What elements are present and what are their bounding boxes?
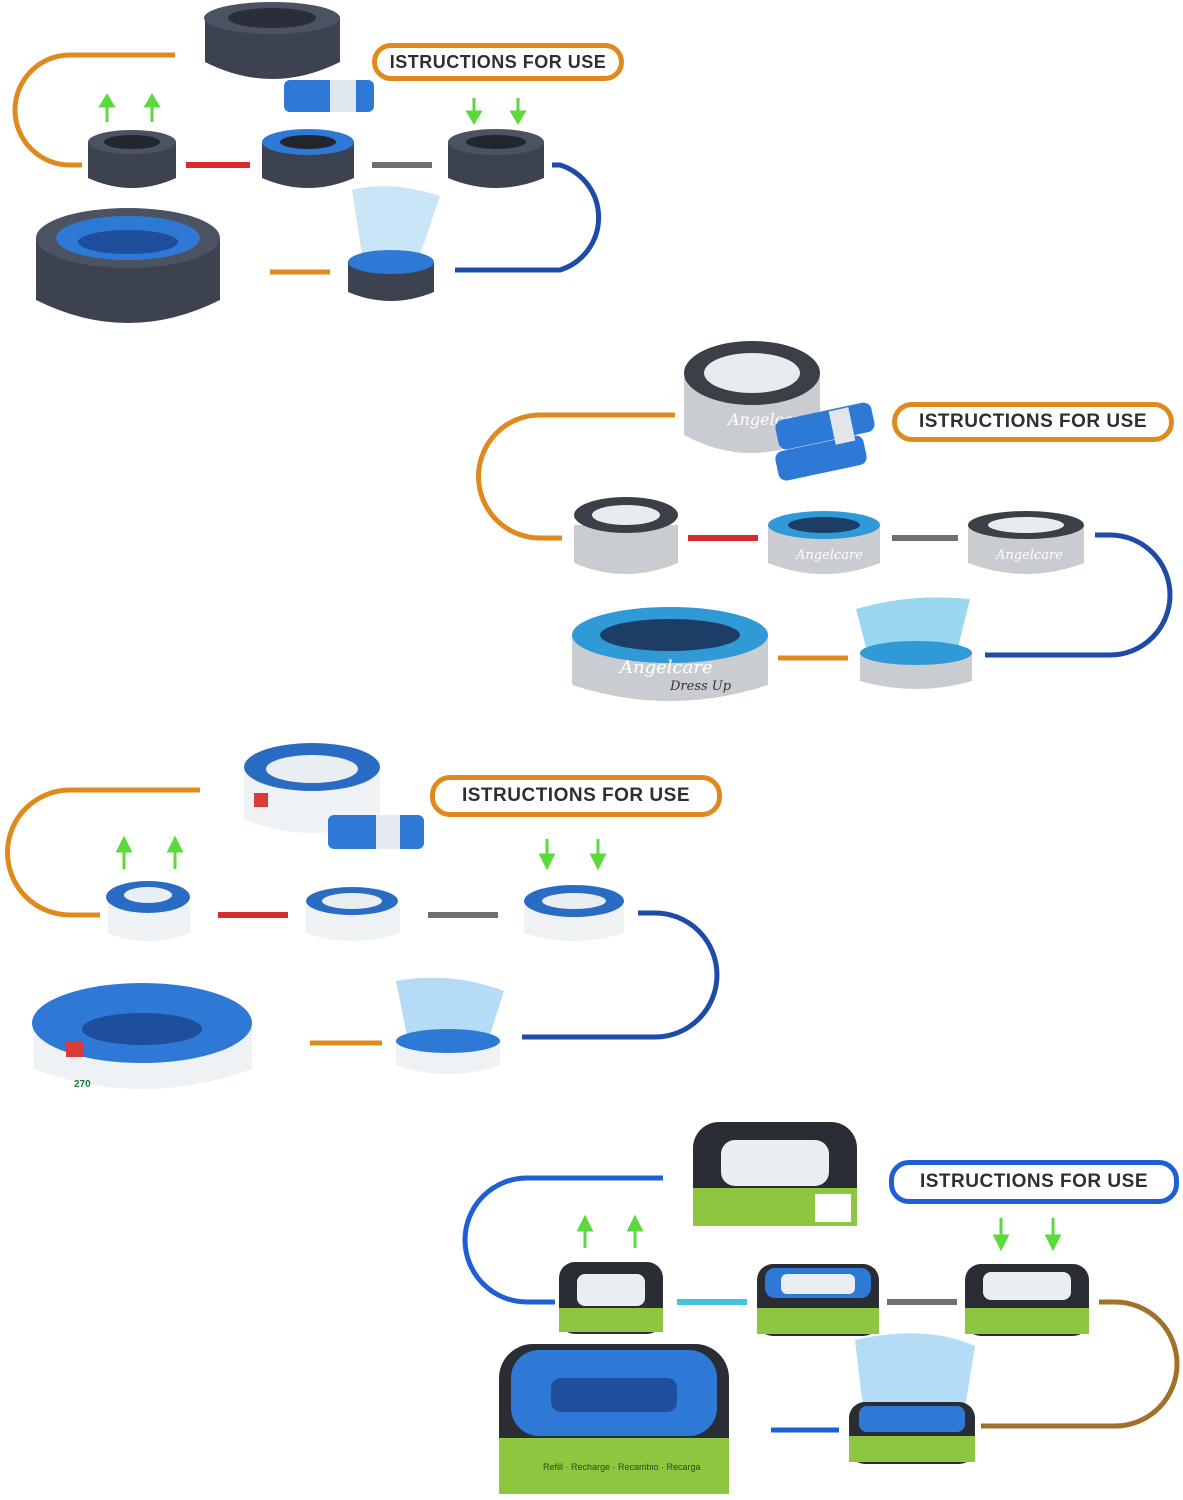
subbrand-text-large: Dress Up (669, 679, 732, 694)
instructions-label-2: ISTRUCTIONS FOR USE (892, 402, 1174, 442)
cassette-large: Angelcare Dress Up (572, 607, 768, 701)
cassette-step-1 (559, 1262, 663, 1334)
arrows-up-left (576, 1214, 644, 1248)
panel-1-flow-diagram (12, 2, 602, 323)
flow-line-orange (12, 52, 175, 168)
instruction-panel-3: 270 ISTRUCTIONS FOR USE (0, 735, 740, 1100)
instructions-label-3: ISTRUCTIONS FOR USE (430, 775, 722, 817)
cassette-top (204, 2, 340, 79)
arrows-down-right (992, 1218, 1062, 1252)
bag-pack (284, 80, 374, 112)
brand-text-step-3: Angelcare (995, 548, 1063, 563)
bag-pack (775, 402, 875, 481)
cassette-step-3: Angelcare (968, 511, 1084, 574)
cassette-step-3 (448, 129, 544, 188)
instructions-label-4: ISTRUCTIONS FOR USE (889, 1160, 1179, 1204)
flow-line-blue (522, 910, 720, 1040)
cassette-step-3 (965, 1264, 1089, 1336)
count-text: 270 (74, 1079, 91, 1090)
cassette-top (693, 1122, 857, 1226)
arrows-up-left (98, 93, 161, 122)
panel-2-flow-diagram: Angelcare Angelcare Angelcare (476, 341, 1173, 701)
brand-text-large: Angelcare (618, 657, 713, 678)
cassette-bag-pulled (849, 1333, 975, 1464)
cassette-bag-pulled (396, 977, 504, 1074)
bag-pack (328, 815, 424, 849)
instruction-panel-4: Refill · Recharge · Recambio · Recarga I… (455, 1118, 1183, 1500)
cassette-step-3 (524, 885, 624, 941)
cassette-step-2 (262, 129, 354, 188)
flow-line-blue (985, 532, 1173, 658)
arrows-up-left (115, 835, 184, 869)
refill-text: Refill · Recharge · Recambio · Recarga (543, 1462, 701, 1472)
cassette-step-2 (306, 887, 400, 941)
flow-line-orange (476, 412, 675, 541)
cassette-step-2 (757, 1264, 879, 1336)
instructions-label-1: ISTRUCTIONS FOR USE (372, 43, 624, 81)
cassette-large (36, 208, 220, 323)
panel-3-flow-diagram: 270 (5, 743, 720, 1090)
flow-line-brown (981, 1299, 1180, 1429)
panel-4-flow-diagram: Refill · Recharge · Recambio · Recarga (462, 1122, 1180, 1494)
flow-line-blue (455, 162, 602, 273)
cassette-step-1 (574, 497, 678, 574)
cassette-bag-pulled (348, 186, 440, 301)
flow-line-orange (5, 787, 200, 918)
instruction-panel-2: Angelcare Angelcare Angelcare (476, 335, 1180, 705)
cassette-step-1 (88, 130, 176, 188)
arrows-down-right (465, 98, 527, 125)
cassette-step-2: Angelcare (768, 511, 880, 574)
instruction-panel-1: ISTRUCTIONS FOR USE (0, 0, 640, 340)
cassette-bag-pulled (856, 597, 972, 689)
cassette-step-1 (106, 881, 190, 941)
cassette-large: 270 (32, 983, 252, 1090)
arrows-down-right (538, 839, 607, 871)
brand-text-step-2: Angelcare (795, 548, 863, 563)
flow-line-blue (462, 1175, 663, 1305)
cassette-large: Refill · Recharge · Recambio · Recarga (499, 1344, 729, 1494)
